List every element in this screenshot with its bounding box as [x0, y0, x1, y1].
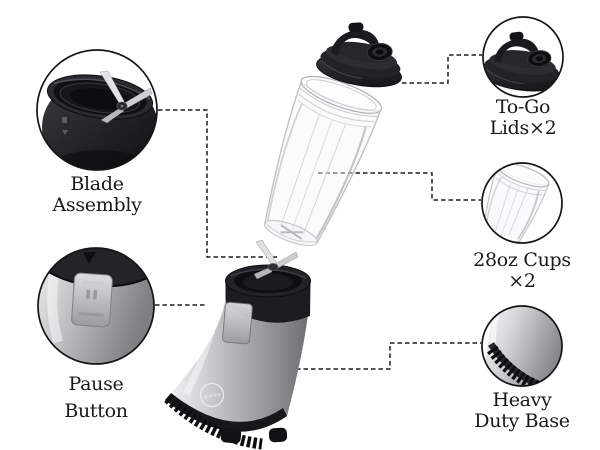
blade-assembly-label-line1: Blade: [70, 173, 124, 195]
togo-lids-label-line1: To-Go: [495, 96, 551, 118]
callout-circle-outline: [36, 49, 158, 171]
base-bottom-rim: [165, 393, 287, 432]
cup-28oz: [264, 75, 383, 247]
base-foot: [220, 427, 242, 444]
connector-blade-assembly: [158, 109, 277, 258]
callout-circle-outline: [37, 247, 155, 365]
cup-detail: [482, 163, 550, 243]
connector-cup: [318, 172, 481, 201]
connector-togo-lid: [402, 54, 482, 84]
callout-blade-assembly: [36, 49, 158, 171]
heavy-duty-base-label-line1: Heavy: [492, 389, 552, 411]
callout-circle-outline: [481, 162, 563, 244]
callout-circle-outline: [481, 305, 563, 387]
heavy-duty-base-label: Heavy Duty Base: [450, 390, 594, 431]
pause-button-label-line1: Pause: [68, 373, 124, 395]
lock-marking-icon: [62, 117, 68, 135]
blender-base: iCucina: [164, 239, 311, 450]
blade-assembly-detail: [42, 70, 157, 170]
callout-cup: [481, 162, 563, 244]
cups-label: 28oz Cups ×2: [450, 250, 594, 291]
blade-assembly-label: Blade Assembly: [27, 174, 167, 215]
togo-lids-label: To-Go Lids×2: [451, 97, 595, 138]
callout-heavy-base: [481, 305, 563, 387]
blade-assembly-label-line2: Assembly: [52, 193, 142, 216]
base-blades-icon: [254, 239, 299, 279]
togo-lids-label-line2: Lids×2: [489, 116, 557, 139]
brand-logo: iCucina: [199, 382, 225, 408]
pause-button: [222, 301, 253, 345]
cup-blade-shadow: [280, 224, 304, 240]
cups-label-line1: 28oz Cups: [473, 249, 571, 271]
heavy-duty-base-label-line2: Duty Base: [474, 409, 570, 432]
connector-lines: [155, 54, 482, 370]
pause-button-label: Pause Button: [26, 371, 166, 425]
cups-label-line2: ×2: [508, 269, 536, 292]
blade-cross-icon: [99, 70, 153, 123]
base-foot: [268, 427, 288, 443]
pause-button-label-line2: Button: [64, 400, 128, 422]
main-product: iCucina: [164, 14, 411, 450]
pause-button-key: [71, 272, 113, 328]
connector-heavy-base: [281, 342, 481, 370]
cup-rim: [300, 75, 383, 114]
callout-circle-outline: [482, 16, 564, 98]
callout-togo-lid: [482, 16, 564, 98]
brand-logo-text: iCucina: [203, 391, 221, 399]
